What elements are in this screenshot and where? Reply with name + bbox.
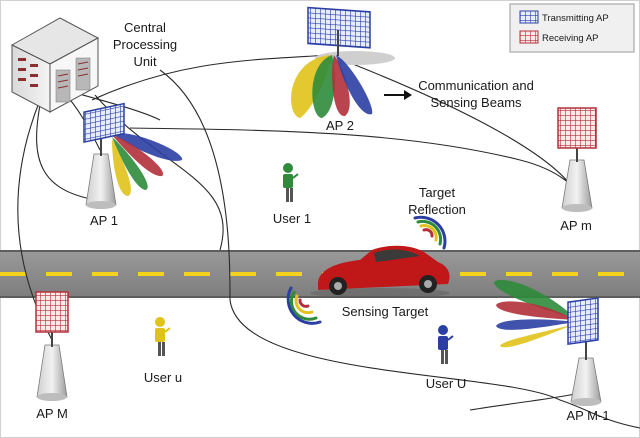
ap-m-minus-1-label: AP M-1	[566, 408, 609, 423]
ap1-beams	[112, 132, 183, 196]
ap1-label: AP 1	[90, 213, 118, 228]
user1-label: User 1	[273, 211, 311, 226]
ap-m-minus-1-array	[567, 297, 599, 346]
legend-transmitting-swatch	[519, 10, 539, 24]
ap1	[83, 102, 183, 209]
legend-transmitting-label: Transmitting AP	[542, 13, 609, 24]
apm	[557, 107, 597, 212]
ap2-label: AP 2	[326, 118, 354, 133]
beam-note-line2: Sensing Beams	[430, 95, 522, 110]
ap-M	[35, 291, 69, 401]
cpu-label-line2: Processing	[113, 37, 177, 52]
useru-figure	[155, 317, 171, 356]
useru-label: User u	[144, 370, 182, 385]
beam-note-line1: Communication and	[418, 78, 534, 93]
ap-m-minus-1	[494, 279, 602, 406]
ap2-beams	[291, 55, 373, 118]
sensing-target-label: Sensing Target	[342, 304, 429, 319]
legend-receiving-swatch	[519, 30, 539, 44]
userU-label: User U	[426, 376, 466, 391]
user1-figure	[283, 163, 299, 202]
cpu-label-line1: Central	[124, 20, 166, 35]
legend: Transmitting AP Receiving AP	[509, 3, 635, 53]
ap1-array	[83, 102, 125, 144]
legend-receiving-label: Receiving AP	[542, 33, 599, 44]
apm-label: AP m	[560, 218, 592, 233]
ap-M-array	[35, 291, 69, 333]
ap-m-minus-1-beams	[494, 279, 575, 348]
reflection-waves-upper	[413, 215, 447, 250]
target-reflection-line1: Target	[419, 185, 456, 200]
ap-M-label: AP M	[36, 406, 68, 421]
sensing-target-car	[310, 245, 450, 298]
reflection-waves-lower	[286, 286, 322, 325]
cpu-label-line3: Unit	[133, 54, 157, 69]
target-reflection-line2: Reflection	[408, 202, 466, 217]
ap2	[291, 6, 395, 118]
road	[0, 250, 640, 298]
userU-figure	[438, 325, 454, 364]
apm-array	[557, 107, 597, 149]
beam-note-arrow	[384, 90, 412, 100]
central-processing-unit	[10, 17, 100, 113]
